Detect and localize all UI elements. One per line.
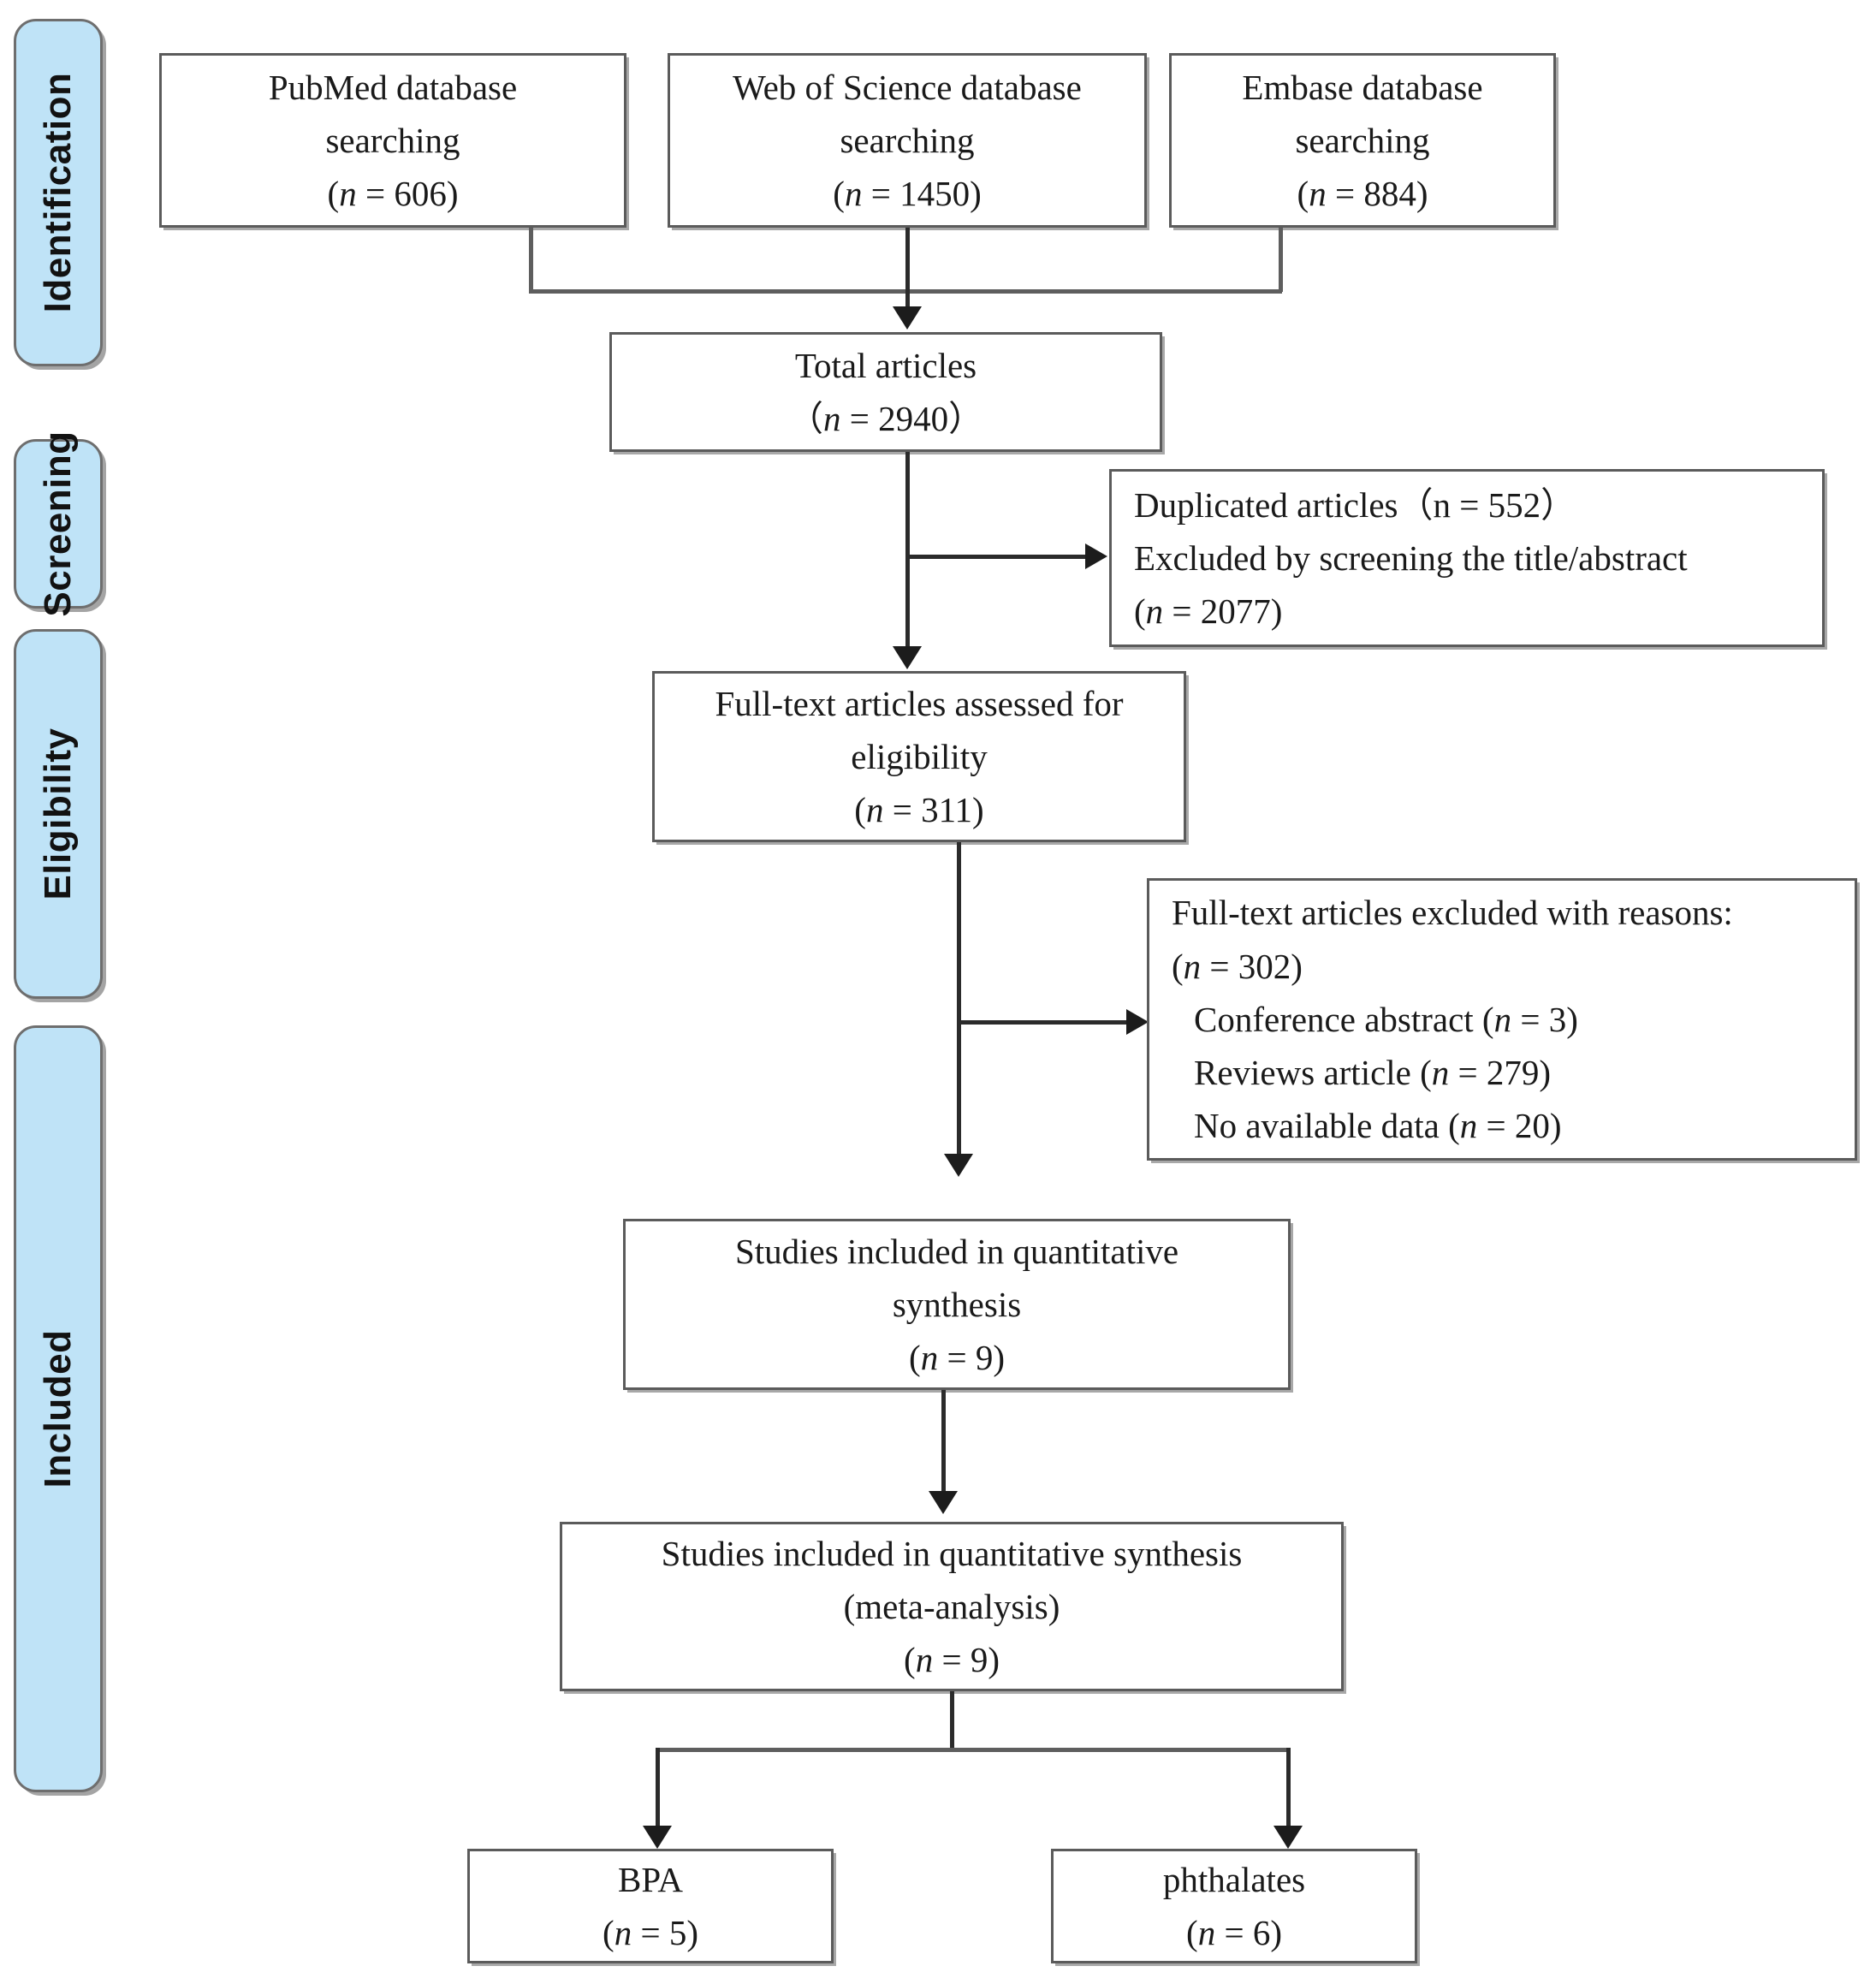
embase-line-2: searching [1295,120,1430,160]
wos-n: 1450 [899,174,971,214]
connector-to-phthalates [1286,1748,1291,1838]
box-eligibility-exclusions: Full-text articles excluded with reasons… [1147,878,1857,1161]
phthalates-count: (n = 6) [1186,1913,1282,1952]
connector-to-screened-out [905,555,1090,559]
wos-line-1: Web of Science database [733,67,1082,107]
quant-count: (n = 9) [909,1338,1005,1378]
box-phthalates: phthalates (n = 6) [1051,1849,1417,1963]
pubmed-count: (n = 606) [327,174,459,214]
wos-line-2: searching [840,120,975,160]
excluded-heading: Full-text articles excluded with reasons… [1172,893,1733,933]
arrow-into-total [893,306,922,330]
pubmed-line-1: PubMed database [268,67,518,107]
bpa-count: (n = 5) [603,1913,698,1952]
quant-line-2: synthesis [892,1284,1022,1324]
phthalates-label: phthalates [1162,1859,1306,1899]
quant-line-1: Studies included in quantitative [734,1231,1179,1271]
box-quantitative-synthesis: Studies included in quantitative synthes… [623,1219,1291,1390]
excluded-reason-no-data: No available data (n = 20) [1194,1106,1562,1146]
phthalates-n: 6 [1252,1913,1271,1952]
stage-label-screening: Screening [37,431,79,617]
excluded-nodata-n: 20 [1514,1106,1550,1146]
fulltext-n: 311 [921,790,973,830]
fulltext-line-1: Full-text articles assessed for [715,683,1124,723]
stage-label-included: Included [37,1329,79,1488]
connector-pubmed-down [529,228,533,292]
stage-pill-identification: Identification [14,19,103,366]
connector-quant-to-meta [941,1390,946,1501]
meta-line-2: (meta-analysis) [843,1586,1060,1626]
box-bpa: BPA (n = 5) [467,1849,834,1963]
meta-line-1: Studies included in quantitative synthes… [661,1533,1243,1573]
meta-n: 9 [970,1640,988,1680]
arrow-into-meta [929,1491,958,1514]
excluded-conference-n: 3 [1548,999,1567,1039]
connector-meta-stem [950,1691,954,1751]
screened-out-n: 2077 [1200,591,1271,632]
connector-split-bar [656,1748,1291,1752]
pubmed-line-2: searching [325,120,460,160]
screened-out-count: (n = 2077) [1134,591,1283,632]
screened-out-duplicated: Duplicated articles（n = 552） [1134,484,1576,525]
wos-count: (n = 1450) [833,174,982,214]
box-pubmed-search: PubMed database searching (n = 606) [159,53,626,228]
total-count: （n = 2940） [787,399,984,438]
screened-out-title-abstract: Excluded by screening the title/abstract [1134,538,1688,578]
stage-pill-included: Included [14,1025,103,1792]
quant-n: 9 [975,1338,994,1378]
total-n: 2940 [878,399,949,438]
stage-pill-eligibility: Eligibility [14,629,103,999]
box-screening-exclusions: Duplicated articles（n = 552） Excluded by… [1109,469,1825,647]
total-line-1: Total articles [794,345,977,385]
arrow-into-quant [944,1154,973,1177]
excluded-reason-reviews: Reviews article (n = 279) [1194,1053,1552,1093]
arrow-into-phthalates [1273,1826,1303,1849]
connector-wos-down [905,228,910,322]
fulltext-count: (n = 311) [854,790,984,830]
excluded-n: 302 [1238,946,1291,986]
box-total-articles: Total articles （n = 2940） [609,332,1162,452]
stage-pill-screening: Screening [14,431,103,617]
fulltext-line-2: eligibility [851,736,988,776]
box-meta-analysis: Studies included in quantitative synthes… [560,1522,1344,1691]
arrow-into-fulltext [893,646,922,669]
connector-to-excluded [957,1020,1131,1025]
stage-label-eligibility: Eligibility [37,728,79,900]
connector-fulltext-to-quant [957,842,961,1164]
bpa-n: 5 [668,1913,687,1952]
box-embase-search: Embase database searching (n = 884) [1169,53,1556,228]
excluded-reviews-n: 279 [1486,1053,1540,1093]
connector-embase-down [1279,228,1283,292]
arrow-into-screened-out [1085,543,1107,569]
excluded-count: (n = 302) [1172,946,1303,986]
embase-line-1: Embase database [1242,67,1483,107]
bpa-label: BPA [618,1859,683,1899]
stage-label-identification: Identification [37,72,79,313]
arrow-into-bpa [643,1826,672,1849]
embase-count: (n = 884) [1297,174,1428,214]
box-fulltext-assessed: Full-text articles assessed for eligibil… [652,671,1186,842]
arrow-into-excluded [1126,1009,1149,1035]
embase-n: 884 [1363,174,1416,214]
pubmed-n: 606 [394,174,447,214]
box-wos-search: Web of Science database searching (n = 1… [668,53,1147,228]
connector-to-bpa [656,1748,660,1838]
meta-count: (n = 9) [904,1640,1000,1680]
excluded-reason-conference: Conference abstract (n = 3) [1194,999,1578,1039]
